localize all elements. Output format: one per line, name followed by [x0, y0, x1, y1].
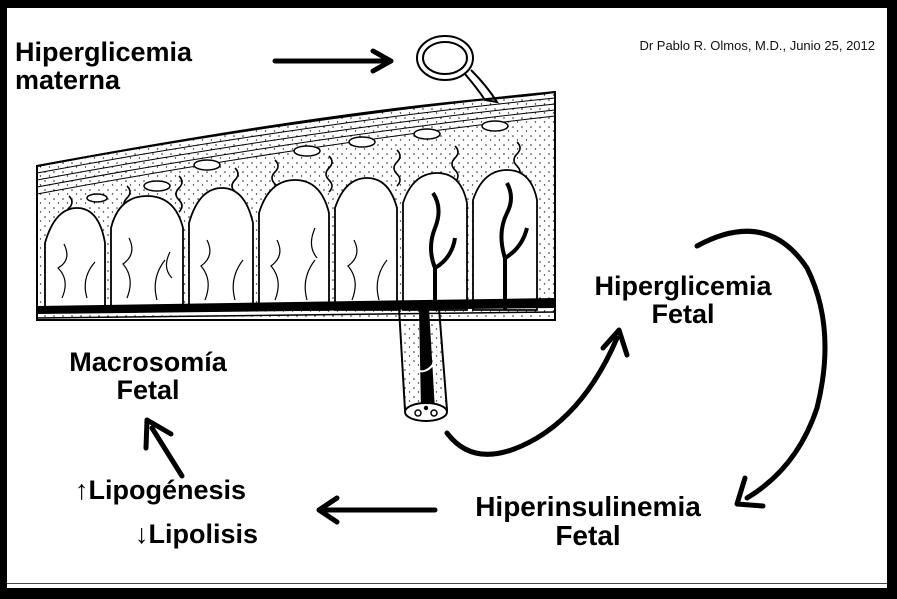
macro-line1: Macrosomía — [33, 348, 263, 376]
arrow-cord-to-fetal-hyperglycemia — [447, 338, 617, 454]
label-fetal-hyperinsulinemia: Hiperinsulinemia Fetal — [443, 492, 733, 551]
label-fetal-macrosomia: Macrosomía Fetal — [33, 348, 263, 405]
diagram-canvas: Dr Pablo R. Olmos, M.D., Junio 25, 2012 … — [7, 8, 887, 588]
label-lipolysis: ↓Lipolisis — [135, 520, 258, 548]
hyperinsulin-line1: Hiperinsulinemia — [443, 492, 733, 521]
maternal-line1: Hiperglicemia — [15, 38, 192, 66]
umbilical-cord — [399, 308, 447, 421]
frame-bottom-rule — [7, 583, 887, 584]
fetal-hyper-line1: Hiperglicemia — [583, 272, 783, 300]
fetal-hyper-line2: Fetal — [583, 300, 783, 328]
hyperinsulin-line2: Fetal — [443, 521, 733, 550]
maternal-vessel-loop — [417, 36, 497, 102]
macro-line2: Fetal — [33, 376, 263, 404]
arrow-lipogenesis-to-macrosomia — [152, 428, 182, 476]
author-credit: Dr Pablo R. Olmos, M.D., Junio 25, 2012 — [639, 38, 875, 53]
label-fetal-hyperglycemia: Hiperglicemia Fetal — [583, 272, 783, 329]
label-lipogenesis: ↑Lipogénesis — [75, 476, 246, 504]
maternal-line2: materna — [15, 66, 192, 94]
label-maternal-hyperglycemia: Hiperglicemia materna — [15, 38, 192, 95]
